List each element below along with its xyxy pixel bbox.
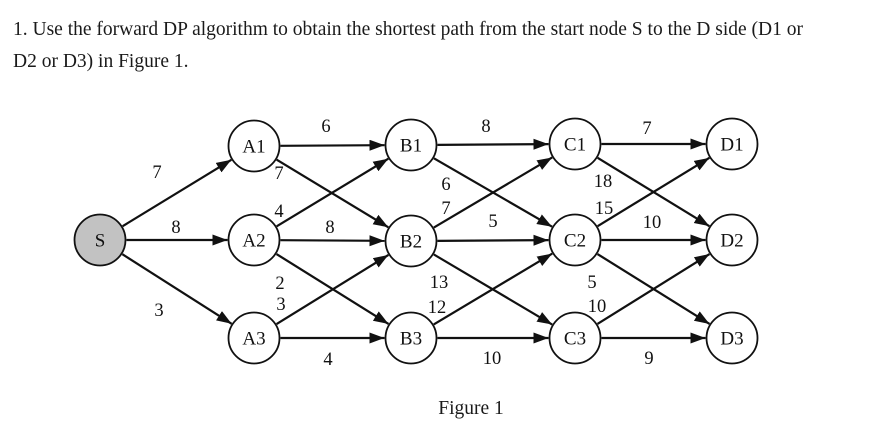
node-label-D3: D3	[720, 329, 743, 350]
figure-caption: Figure 1	[438, 398, 504, 419]
node-label-A2: A2	[242, 231, 265, 252]
node-label-D1: D1	[720, 135, 743, 156]
node-label-B3: B3	[400, 329, 422, 350]
node-label-C2: C2	[564, 231, 586, 252]
edge-weight-B3-C3: 10	[483, 349, 502, 369]
edge-B1-C1	[437, 138, 549, 150]
edge-B3-C2	[433, 252, 553, 326]
edge-weight-B1-C2: 6	[441, 175, 450, 195]
edge-weight-A1-B1: 6	[321, 117, 330, 137]
node-B2	[384, 214, 438, 268]
problem-line-1: 1. Use the forward DP algorithm to obtai…	[13, 19, 803, 40]
edge-C3-D2	[596, 253, 711, 325]
edge-B2-C2	[437, 234, 549, 246]
node-label-C3: C3	[564, 329, 586, 350]
edge-weight-A2-B3: 2	[275, 274, 284, 294]
edge-weight-C2-D1: 15	[595, 199, 614, 219]
edge-weight-C2-D3: 5	[587, 273, 596, 293]
node-label-A3: A3	[242, 329, 265, 350]
edge-weight-S-A3: 3	[154, 301, 163, 321]
edge-weight-B2-C1: 7	[441, 199, 450, 219]
node-D3	[705, 311, 759, 365]
edge-weight-S-A2: 8	[171, 218, 180, 238]
edge-A2-B2	[280, 235, 385, 247]
edge-weight-B2-C2: 5	[488, 212, 497, 232]
edge-weight-A2-B1: 4	[274, 202, 283, 222]
node-C2	[548, 213, 602, 267]
edge-S-A1	[122, 158, 232, 228]
node-A1	[227, 119, 281, 173]
node-A2	[227, 213, 281, 267]
node-label-S: S	[95, 231, 106, 252]
edge-weight-A3-B2: 3	[276, 295, 285, 315]
edge-weight-B3-C2: 12	[428, 298, 447, 318]
node-label-D2: D2	[720, 231, 743, 252]
node-label-C1: C1	[564, 135, 586, 156]
edge-weight-S-A1: 7	[152, 163, 161, 183]
edge-weight-C2-D2: 10	[643, 213, 662, 233]
node-A3	[227, 311, 281, 365]
edge-weight-C1-D2: 18	[594, 172, 613, 192]
edge-weight-B2-C3: 13	[430, 273, 449, 293]
node-B3	[384, 311, 438, 365]
node-D2	[705, 213, 759, 267]
node-D1	[705, 117, 759, 171]
edge-A3-B2	[275, 253, 390, 326]
problem-line-2: D2 or D3) in Figure 1.	[13, 51, 189, 72]
edge-C2-D1	[597, 156, 710, 228]
edge-weight-C1-D1: 7	[642, 119, 651, 139]
edge-weight-C3-D3: 9	[644, 349, 653, 369]
node-C1	[548, 117, 602, 171]
edge-A2-B1	[276, 157, 389, 228]
edge-weight-B1-C1: 8	[481, 117, 490, 137]
node-B1	[384, 118, 438, 172]
edge-weight-C3-D2: 10	[588, 297, 607, 317]
node-S	[73, 213, 127, 267]
edge-B2-C1	[433, 156, 553, 229]
node-label-A1: A1	[242, 137, 265, 158]
edge-S-A3	[121, 253, 233, 325]
edge-weight-A2-B2: 8	[325, 218, 334, 238]
node-label-B1: B1	[400, 136, 422, 157]
edge-weight-A3-B3: 4	[323, 350, 332, 370]
edge-A1-B1	[280, 139, 385, 151]
edge-weight-A1-B2: 7	[274, 164, 283, 184]
problem-statement: 1. Use the forward DP algorithm to obtai…	[13, 14, 803, 78]
node-C3	[548, 311, 602, 365]
node-label-B2: B2	[400, 232, 422, 253]
